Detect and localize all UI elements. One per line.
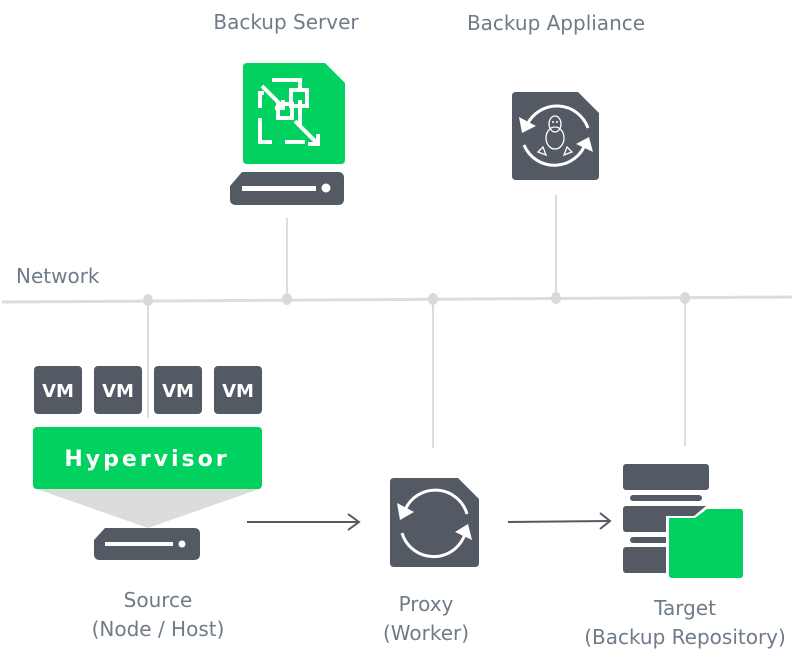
proxy-title: Proxy	[398, 592, 454, 616]
proxy-sync-icon[interactable]	[390, 478, 479, 567]
network-label: Network	[16, 264, 100, 288]
vm-label: VM	[222, 381, 254, 402]
network-node	[680, 292, 690, 304]
network-node	[282, 293, 292, 305]
network-line	[1, 295, 793, 304]
proxy-label: Proxy (Worker)	[366, 590, 486, 648]
hypervisor-label: Hypervisor	[64, 447, 229, 472]
source-label: Source (Node / Host)	[58, 586, 258, 644]
vm-label: VM	[42, 381, 74, 402]
network-node	[428, 293, 438, 305]
vm-list: VM VM VM VM	[34, 366, 262, 414]
target-title: Target	[654, 596, 716, 620]
arrow-source-to-proxy	[247, 513, 361, 531]
vm-label: VM	[162, 381, 194, 402]
source-subtitle: (Node / Host)	[91, 617, 225, 641]
network-node	[551, 292, 561, 304]
proxy-subtitle: (Worker)	[382, 621, 470, 645]
backup-server-icon[interactable]	[230, 63, 345, 205]
vm-box[interactable]: VM	[94, 366, 142, 414]
hypervisor-block[interactable]: Hypervisor	[33, 427, 262, 489]
arrow-proxy-to-target	[507, 512, 612, 530]
vm-label: VM	[102, 381, 134, 402]
backup-appliance-label: Backup Appliance	[466, 11, 646, 35]
vm-box[interactable]: VM	[214, 366, 262, 414]
vm-box[interactable]: VM	[34, 366, 82, 414]
target-label: Target (Backup Repository)	[570, 594, 800, 652]
repository-folder-icon[interactable]	[623, 464, 744, 579]
hypervisor-projection	[34, 488, 262, 528]
linux-appliance-icon[interactable]	[512, 92, 599, 180]
host-server-icon[interactable]	[94, 528, 200, 560]
network-node	[143, 294, 153, 306]
source-title: Source	[123, 588, 193, 612]
backup-server-label: Backup Server	[213, 10, 359, 34]
vm-box[interactable]: VM	[154, 366, 202, 414]
target-subtitle: (Backup Repository)	[584, 625, 786, 649]
